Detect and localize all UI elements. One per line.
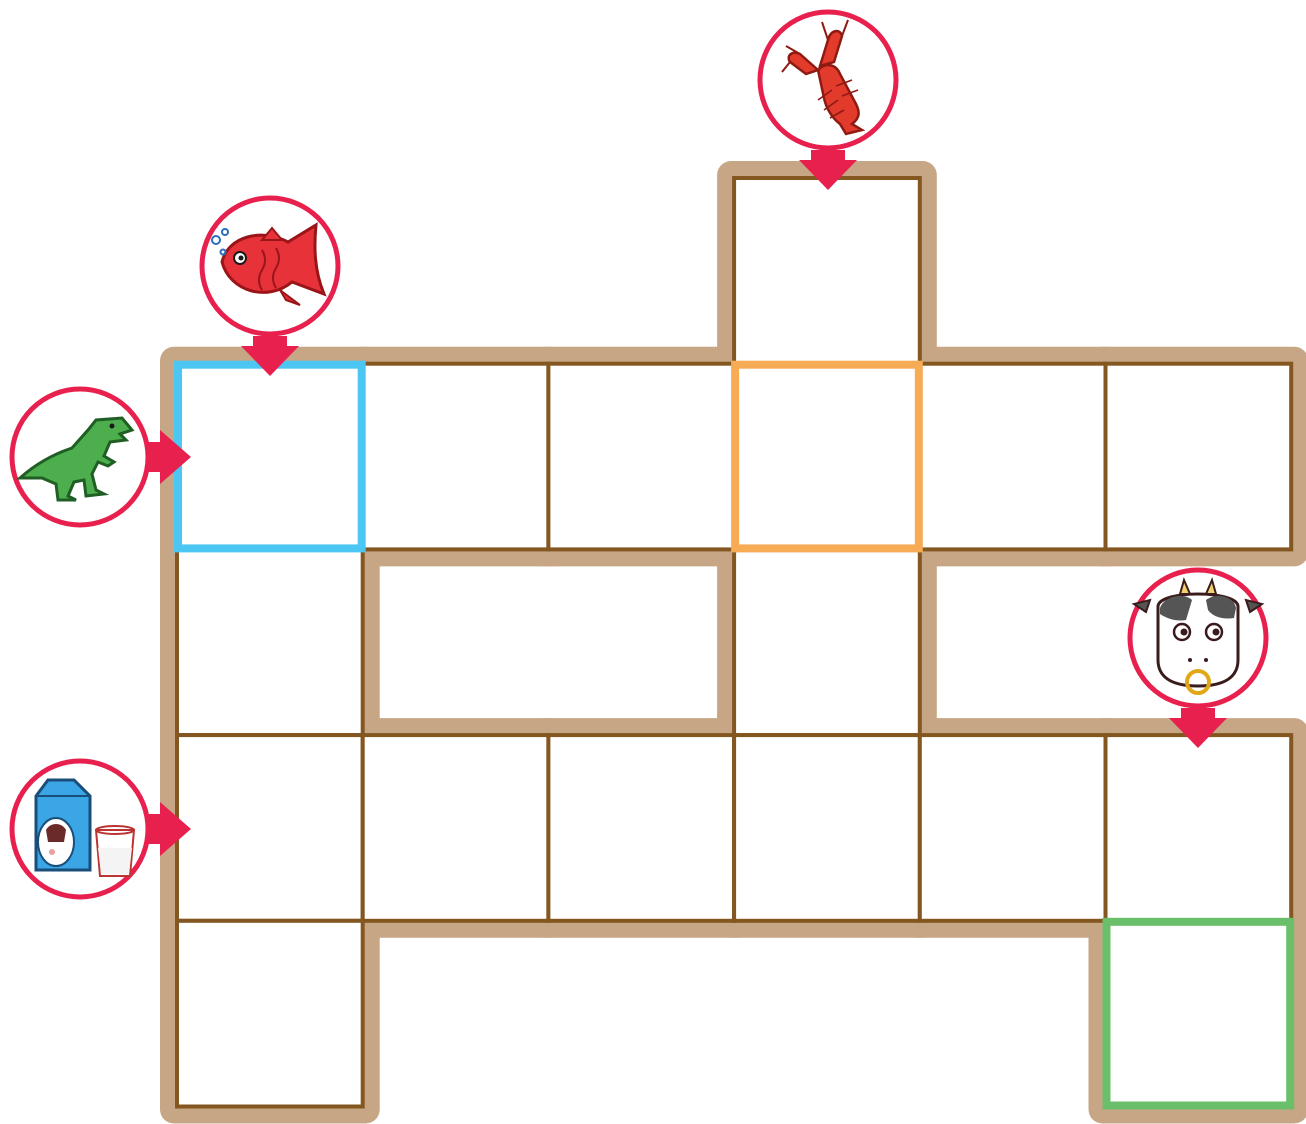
grid-cell-r1-c5[interactable] (1106, 364, 1292, 550)
grid-cell-r1-c3[interactable] (734, 364, 920, 550)
grid-cells (177, 178, 1291, 1107)
grid-cell-r2-c3[interactable] (734, 549, 920, 735)
grid-cell-r0-c3[interactable] (734, 178, 920, 364)
grid-cell-r3-c3[interactable] (734, 735, 920, 921)
grid-cell-r4-c5[interactable] (1106, 921, 1292, 1107)
grid-cell-r3-c1[interactable] (363, 735, 549, 921)
grid-cell-r3-c0[interactable] (177, 735, 363, 921)
grid-cell-r1-c0[interactable] (177, 364, 363, 550)
grid-cell-r1-c1[interactable] (363, 364, 549, 550)
grid-cell-r3-c4[interactable] (920, 735, 1106, 921)
grid-cell-r1-c2[interactable] (548, 364, 734, 550)
grid-cell-r4-c0[interactable] (177, 921, 363, 1107)
grid-cell-r3-c2[interactable] (548, 735, 734, 921)
grid-cell-r1-c4[interactable] (920, 364, 1106, 550)
grid-cell-r2-c0[interactable] (177, 549, 363, 735)
grid-cell-r3-c5[interactable] (1106, 735, 1292, 921)
